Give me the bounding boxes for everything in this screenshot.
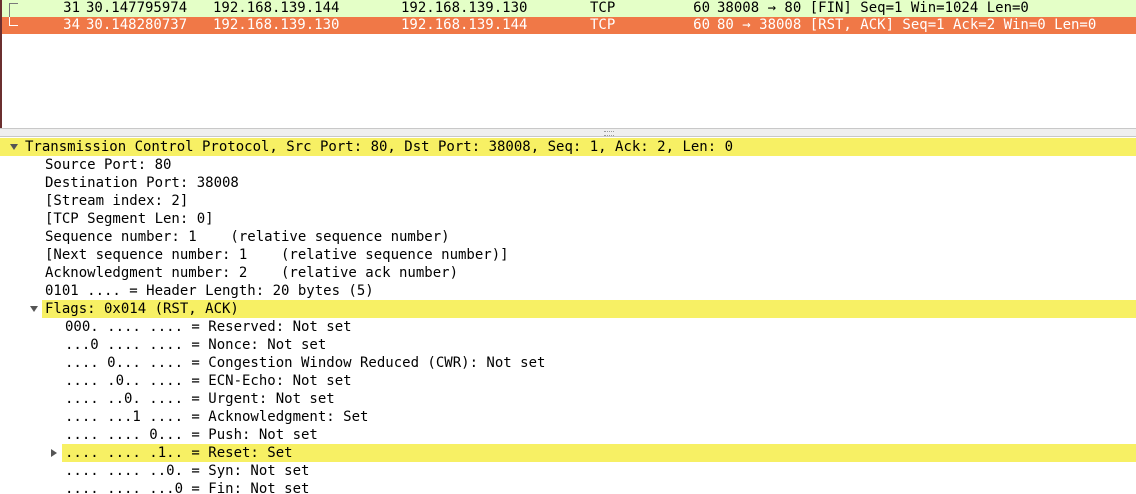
tree-item-label: [TCP Segment Len: 0] <box>45 211 214 227</box>
packet-length: 60 <box>693 17 710 33</box>
tree-item-label: .... .... ..0. = Syn: Not set <box>65 463 310 479</box>
tree-item-label: Transmission Control Protocol, Src Port:… <box>25 139 734 155</box>
packet-source: 192.168.139.130 <box>213 17 340 33</box>
tree-item-flag-reset[interactable]: .... .... .1.. = Reset: Set <box>0 444 1136 462</box>
tree-item-label: Destination Port: 38008 <box>45 175 239 191</box>
tree-item-flag[interactable]: .... 0... .... = Congestion Window Reduc… <box>0 354 1136 372</box>
tree-item-flag[interactable]: .... .... ...0 = Fin: Not set <box>0 480 1136 494</box>
tree-item-label: Source Port: 80 <box>45 157 172 173</box>
tree-item-flag[interactable]: .... .... 0... = Push: Not set <box>0 426 1136 444</box>
tree-item-label: 0101 .... = Header Length: 20 bytes (5) <box>45 283 374 299</box>
packet-list[interactable]: 31 30.147795974 192.168.139.144 192.168.… <box>0 0 1136 128</box>
tree-item-label: Acknowledgment number: 2 (relative ack n… <box>45 265 459 281</box>
tree-item-highlight <box>62 444 1136 462</box>
tree-item-label: ...0 .... .... = Nonce: Not set <box>65 337 327 353</box>
tree-item-flag[interactable]: .... ..0. .... = Urgent: Not set <box>0 390 1136 408</box>
expand-arrow-icon[interactable] <box>10 144 18 150</box>
tree-item-label: .... .0.. .... = ECN-Echo: Not set <box>65 373 352 389</box>
packet-destination: 192.168.139.144 <box>401 17 528 33</box>
tree-item-label: [Stream index: 2] <box>45 193 189 209</box>
packet-number: 34 <box>63 17 80 33</box>
packet-row-selected[interactable]: 34 30.148280737 192.168.139.130 192.168.… <box>2 17 1136 34</box>
tree-item[interactable]: 0101 .... = Header Length: 20 bytes (5) <box>0 282 1136 300</box>
tree-item-label: .... ..0. .... = Urgent: Not set <box>65 391 335 407</box>
tree-item[interactable]: [Stream index: 2] <box>0 192 1136 210</box>
tree-item[interactable]: Source Port: 80 <box>0 156 1136 174</box>
tree-item-flag[interactable]: .... .0.. .... = ECN-Echo: Not set <box>0 372 1136 390</box>
packet-time: 30.147795974 <box>86 0 188 16</box>
packet-protocol: TCP <box>590 17 616 33</box>
tree-item[interactable]: Destination Port: 38008 <box>0 174 1136 192</box>
tree-item-flag[interactable]: .... .... ..0. = Syn: Not set <box>0 462 1136 480</box>
tree-item-label: Flags: 0x014 (RST, ACK) <box>45 301 239 317</box>
tree-item-label: [Next sequence number: 1 (relative seque… <box>45 247 509 263</box>
tree-item-label: 000. .... .... = Reserved: Not set <box>65 319 352 335</box>
tree-item[interactable]: Sequence number: 1 (relative sequence nu… <box>0 228 1136 246</box>
related-packet-marker <box>9 3 18 20</box>
tree-item-tcp[interactable]: Transmission Control Protocol, Src Port:… <box>0 138 1136 156</box>
packet-row[interactable]: 31 30.147795974 192.168.139.144 192.168.… <box>2 0 1136 20</box>
tree-item-highlight <box>42 300 1136 318</box>
packet-number: 31 <box>63 0 80 16</box>
tree-item-label: .... .... ...0 = Fin: Not set <box>65 481 310 494</box>
splitter-grip-icon <box>604 131 614 136</box>
tree-item-flag[interactable]: 000. .... .... = Reserved: Not set <box>0 318 1136 336</box>
packet-time: 30.148280737 <box>86 17 188 33</box>
packet-details-tree[interactable]: Transmission Control Protocol, Src Port:… <box>0 137 1136 494</box>
packet-info: 38008 → 80 [FIN] Seq=1 Win=1024 Len=0 <box>717 0 1029 16</box>
tree-item-label: .... .... 0... = Push: Not set <box>65 427 318 443</box>
packet-source: 192.168.139.144 <box>213 0 340 16</box>
tree-item-flag[interactable]: .... ...1 .... = Acknowledgment: Set <box>0 408 1136 426</box>
tree-item-label: .... ...1 .... = Acknowledgment: Set <box>65 409 369 425</box>
tree-item-flag[interactable]: ...0 .... .... = Nonce: Not set <box>0 336 1136 354</box>
packet-protocol: TCP <box>590 0 616 16</box>
pane-splitter[interactable] <box>0 128 1136 137</box>
tree-item-label: .... .... .1.. = Reset: Set <box>65 445 293 461</box>
tree-item[interactable]: [TCP Segment Len: 0] <box>0 210 1136 228</box>
expand-arrow-icon[interactable] <box>30 306 38 312</box>
packet-length: 60 <box>693 0 710 16</box>
tree-item-label: .... 0... .... = Congestion Window Reduc… <box>65 355 546 371</box>
packet-info: 80 → 38008 [RST, ACK] Seq=1 Ack=2 Win=0 … <box>717 17 1097 33</box>
related-packet-marker <box>9 17 18 26</box>
tree-item-flags[interactable]: Flags: 0x014 (RST, ACK) <box>0 300 1136 318</box>
tree-item-label: Sequence number: 1 (relative sequence nu… <box>45 229 450 245</box>
tree-item[interactable]: Acknowledgment number: 2 (relative ack n… <box>0 264 1136 282</box>
tree-item[interactable]: [Next sequence number: 1 (relative seque… <box>0 246 1136 264</box>
packet-destination: 192.168.139.130 <box>401 0 528 16</box>
expand-arrow-icon[interactable] <box>51 449 57 457</box>
tree-item-highlight <box>0 138 1136 156</box>
